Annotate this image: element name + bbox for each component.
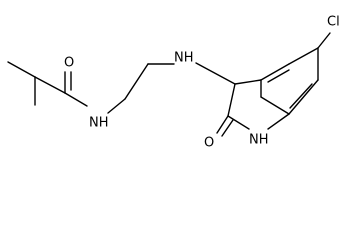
bond-c3-c2 — [227, 83, 236, 117]
atom-label-nh-amine: NH — [174, 51, 194, 66]
bonds — [7, 32, 331, 137]
bond-c2-o-2 — [221, 119, 234, 137]
bond-c3a-c4 — [260, 63, 290, 81]
atom-label-o-amide: O — [64, 56, 74, 71]
bond-n-ch2-a — [107, 98, 126, 114]
atom-label-cl: Cl — [327, 15, 340, 30]
bond-aromatic-inner-1 — [267, 69, 290, 83]
molecule-structure-diagram: O NH NH O NH Cl — [7, 15, 340, 151]
bond-c5-cl — [317, 32, 331, 49]
bond-c7-c7a — [260, 96, 290, 115]
bond-aromatic-inner-2 — [289, 83, 313, 109]
bond-c6-c7 — [288, 79, 319, 115]
bond-c4-c5 — [288, 47, 319, 65]
bond-ch2-ch2 — [124, 63, 149, 100]
bond-c3-c3a — [234, 79, 262, 85]
bond-ch-carbonyl — [34, 76, 66, 94]
bond-c2-n1 — [227, 115, 250, 130]
bond-c2-o-1 — [216, 115, 229, 134]
atom-labels: O NH NH O NH Cl — [64, 15, 340, 151]
atom-label-o-ring: O — [204, 136, 214, 151]
bond-n-c3 — [195, 62, 236, 85]
atom-label-nh-amide: NH — [89, 116, 109, 131]
bond-n1-c7a — [267, 113, 290, 130]
bond-carbonyl-n — [64, 92, 88, 107]
atom-label-nh-ring: NH — [249, 133, 269, 148]
bond-methyl-upper — [7, 61, 36, 78]
